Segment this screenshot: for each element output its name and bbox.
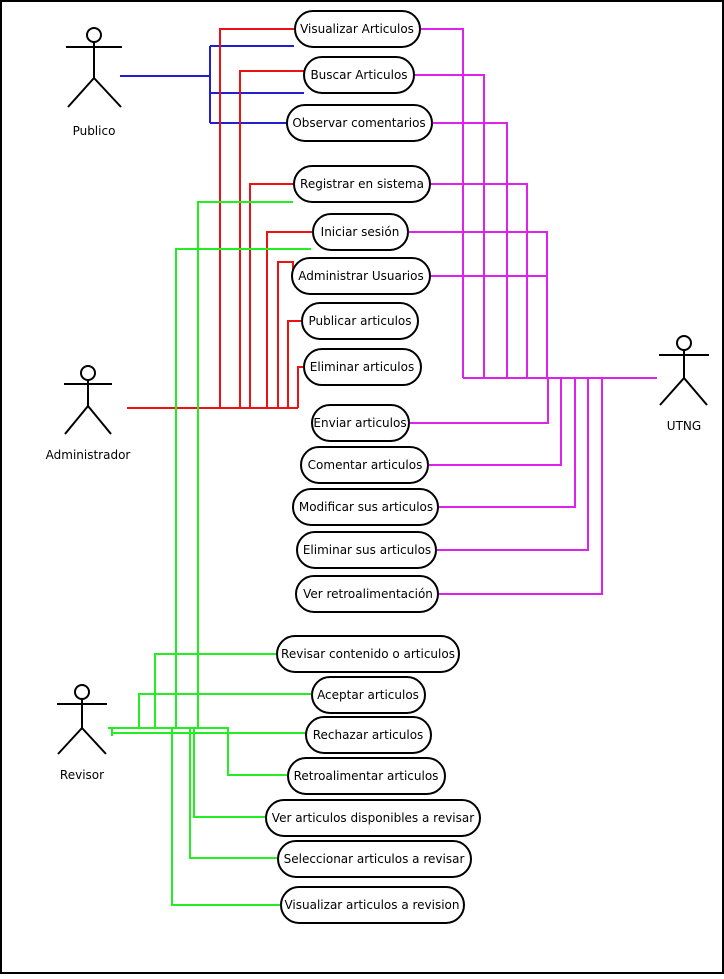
actor-head	[74, 684, 90, 700]
actor-administrador	[64, 365, 112, 435]
use-case-14: Aceptar articulos	[311, 676, 426, 714]
use-case-label: Ver retroalimentación	[303, 587, 433, 601]
use-case-19: Visualizar articulos a revision	[280, 886, 465, 924]
use-case-label: Ver articulos disponibles a revisar	[272, 811, 474, 825]
use-case-label: Retroalimentar articulos	[294, 769, 439, 783]
use-case-label: Eliminar sus articulos	[303, 543, 431, 557]
publico-connectors	[120, 45, 304, 124]
actor-revisor	[57, 684, 107, 755]
use-case-17: Ver articulos disponibles a revisar	[265, 799, 481, 837]
actor-publico	[66, 27, 122, 108]
use-case-16: Retroalimentar articulos	[287, 757, 446, 795]
use-case-3: Registrar en sistema	[293, 165, 431, 203]
use-case-label: Enviar articulos	[313, 416, 406, 430]
actor-label-publico: Publico	[73, 124, 116, 138]
use-case-label: Eliminar articulos	[310, 360, 414, 374]
actor-label-revisor: Revisor	[60, 768, 104, 782]
actor-head	[86, 27, 102, 43]
use-case-9: Comentar articulos	[300, 446, 429, 484]
actor-head	[676, 335, 692, 351]
use-case-label: Comentar articulos	[308, 458, 423, 472]
use-case-label: Visualizar articulos a revision	[284, 898, 459, 912]
use-case-18: Seleccionar articulos a revisar	[277, 840, 472, 878]
use-case-label: Modificar sus articulos	[299, 500, 433, 514]
use-case-10: Modificar sus articulos	[292, 488, 439, 526]
use-case-13: Revisar contenido o articulos	[276, 635, 460, 673]
use-case-label: Publicar articulos	[308, 314, 411, 328]
use-case-12: Ver retroalimentación	[295, 575, 439, 613]
actor-head	[80, 365, 96, 381]
use-case-label: Rechazar articulos	[313, 728, 424, 742]
actor-label-administrador: Administrador	[46, 448, 131, 462]
actor-utng	[659, 335, 709, 406]
use-case-7: Eliminar articulos	[303, 348, 422, 386]
use-case-0: Visualizar Articulos	[294, 10, 421, 48]
utng-connectors	[408, 28, 657, 595]
use-case-6: Publicar articulos	[301, 302, 419, 340]
use-case-label: Registrar en sistema	[300, 177, 424, 191]
use-case-11: Eliminar sus articulos	[296, 531, 437, 569]
use-case-1: Buscar Articulos	[303, 56, 415, 94]
revisor-connectors	[108, 201, 312, 906]
actor-label-utng: UTNG	[667, 419, 701, 433]
use-case-2: Observar comentarios	[286, 104, 433, 142]
use-case-4: Iniciar sesión	[312, 213, 409, 251]
use-case-label: Observar comentarios	[292, 116, 425, 130]
use-case-label: Administrar Usuarios	[298, 269, 423, 283]
administrador-connectors	[127, 28, 314, 409]
use-case-label: Seleccionar articulos a revisar	[284, 852, 465, 866]
use-case-8: Enviar articulos	[311, 404, 410, 442]
use-case-label: Visualizar Articulos	[300, 22, 414, 36]
use-case-label: Buscar Articulos	[310, 68, 407, 82]
use-case-label: Revisar contenido o articulos	[281, 647, 455, 661]
use-case-label: Iniciar sesión	[321, 225, 400, 239]
use-case-15: Rechazar articulos	[305, 716, 432, 754]
use-case-label: Aceptar articulos	[317, 688, 419, 702]
use-case-5: Administrar Usuarios	[291, 257, 431, 295]
